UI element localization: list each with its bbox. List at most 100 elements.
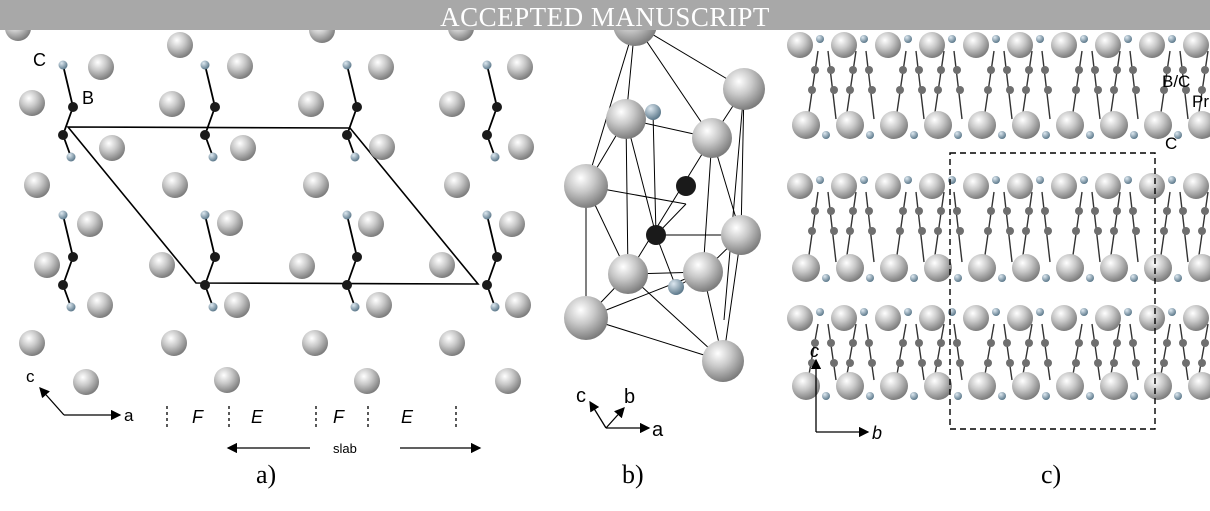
pr-atom: [499, 211, 525, 237]
unit-cell-outline: [66, 126, 480, 285]
zone-e-label: E: [401, 407, 414, 427]
pr-atom: [1188, 254, 1210, 282]
pr-atom: [787, 32, 813, 58]
bc-label: B/C: [1162, 72, 1190, 91]
axis-indicator: c b: [810, 341, 882, 443]
c-atom: [860, 35, 868, 43]
pr-atom: [1144, 254, 1172, 282]
axis-b-label: b: [872, 423, 882, 443]
bc-atom: [1006, 86, 1014, 94]
c-atom-label: C: [33, 50, 46, 70]
bc-atom: [1022, 359, 1030, 367]
pr-atom: [919, 32, 945, 58]
pr-atom: [875, 305, 901, 331]
bc-atom: [984, 86, 992, 94]
pr-atom: [924, 111, 952, 139]
c-atom: [866, 131, 874, 139]
pr-atom: [1095, 32, 1121, 58]
bc-atom: [827, 66, 835, 74]
pr-atom: [507, 54, 533, 80]
bc-atom: [1044, 86, 1052, 94]
pr-atom: [230, 135, 256, 161]
bc-atom: [899, 66, 907, 74]
pr-atom: [1007, 32, 1033, 58]
pr-atom: [77, 211, 103, 237]
bc-atom: [937, 66, 945, 74]
bc-atom: [1201, 207, 1209, 215]
pr-atom: [217, 210, 243, 236]
bc-atom: [1198, 227, 1206, 235]
cbc-chain: [342, 210, 362, 312]
bc-atom: [1072, 86, 1080, 94]
c-atom: [816, 176, 824, 184]
bc-atom: [1044, 359, 1052, 367]
pr-atom: [309, 17, 335, 43]
bc-atom: [953, 339, 961, 347]
axis-indicator: c b a: [576, 385, 664, 441]
pr-atom: [1012, 111, 1040, 139]
pr-label: Pr: [28, 30, 46, 31]
bc-atom: [1179, 339, 1187, 347]
pr-atom: [159, 91, 185, 117]
prism-edges: [585, 23, 745, 362]
pr-atom: [963, 173, 989, 199]
pr-atom: [302, 330, 328, 356]
bc-atom: [984, 227, 992, 235]
pr-atom: [831, 173, 857, 199]
c-atom: [822, 131, 830, 139]
bc-atom: [1075, 66, 1083, 74]
pr-atom: [429, 252, 455, 278]
bc-atom: [811, 339, 819, 347]
pr-atom: [439, 330, 465, 356]
pr-atom: [167, 32, 193, 58]
bc-atom: [830, 86, 838, 94]
bc-atom: [811, 66, 819, 74]
pr-atom: [831, 305, 857, 331]
bc-atom: [918, 86, 926, 94]
boron-atoms: [646, 176, 696, 245]
bc-atom: [1025, 66, 1033, 74]
bc-atom: [1044, 227, 1052, 235]
pr-atom: [963, 305, 989, 331]
pr-atom: [1183, 173, 1209, 199]
bc-atom: [1025, 339, 1033, 347]
c-atom: [954, 131, 962, 139]
bc-atom: [868, 359, 876, 367]
c-atom: [1130, 131, 1138, 139]
c-atom: [1168, 176, 1176, 184]
pr-atom: [508, 134, 534, 160]
bc-atom: [1113, 207, 1121, 215]
bc-atom: [1041, 207, 1049, 215]
pr-atom: [968, 254, 996, 282]
pr-atom: [924, 254, 952, 282]
pr-atom: [836, 111, 864, 139]
pr-atom: [875, 32, 901, 58]
cbc-chain: [58, 210, 78, 312]
cbc-chain: [342, 60, 362, 162]
pr-atom: [448, 15, 474, 41]
pr-atom: [1012, 254, 1040, 282]
c-atom: [1124, 35, 1132, 43]
c-atom: [1080, 308, 1088, 316]
bc-atom: [918, 359, 926, 367]
pr-atom: [162, 172, 188, 198]
bc-atom: [1091, 66, 1099, 74]
pr-atom: [495, 368, 521, 394]
pr-atom: [88, 54, 114, 80]
axis-c-label: c: [576, 385, 586, 407]
bc-atom: [1198, 86, 1206, 94]
axis-b-label: b: [624, 386, 635, 408]
bc-atom: [865, 207, 873, 215]
pr-atom: [366, 292, 392, 318]
bc-atom: [827, 339, 835, 347]
layer: [787, 305, 1210, 400]
panel-b-caption: b): [622, 460, 644, 489]
bc-atom: [1129, 207, 1137, 215]
bc-atom: [846, 227, 854, 235]
pr-atom: [1100, 372, 1128, 400]
pr-atom: [787, 305, 813, 331]
pr-atom: [298, 91, 324, 117]
c-atom: [1174, 131, 1182, 139]
bc-atom: [987, 207, 995, 215]
bc-atom: [1163, 66, 1171, 74]
